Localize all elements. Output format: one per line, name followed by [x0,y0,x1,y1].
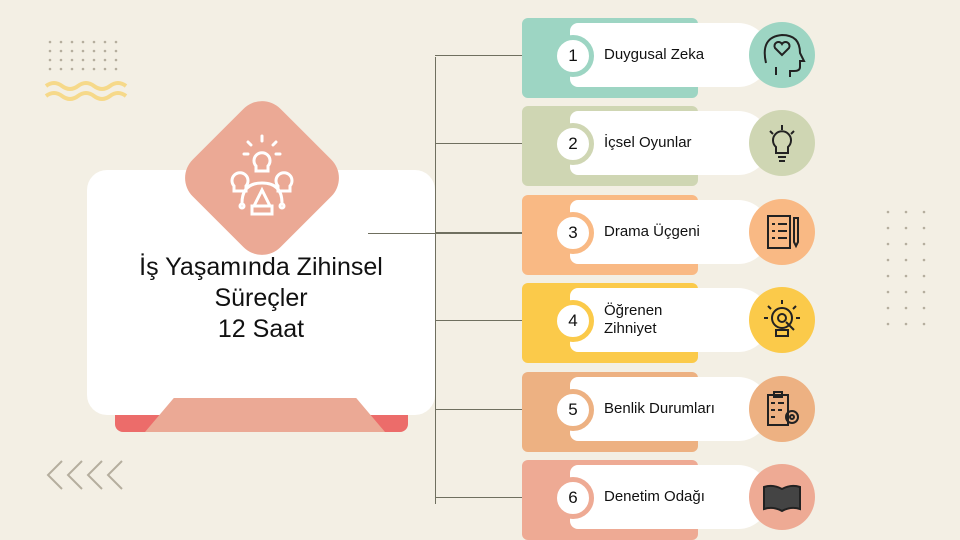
lightbulb-icon [749,110,815,177]
decor-dots-waves: /* placeholder */ [44,40,128,101]
item-pill [570,199,770,264]
item-number: 6 [552,477,594,519]
item-label: Öğrenen Zihniyet [604,288,754,352]
open-book-icon [749,464,815,530]
clipboard-gear-icon [749,375,815,442]
card-base [145,398,385,432]
connector-branch [435,497,522,498]
item-label-text: Duygusal Zeka [604,46,705,63]
item-label-text: İçsel Oyunlar [604,134,692,152]
checklist-pen-icon [749,198,815,265]
gear-bulb-icon [749,287,815,354]
head-heart-icon [749,22,815,88]
item-pill [570,288,770,353]
list-item: 6 Denetim Odağı [522,460,822,540]
item-label-text: Denetim Odağı [604,488,705,505]
connector-vertical [435,57,436,504]
connector-branch [435,320,522,322]
lightbulbs-idea-icon [230,134,294,216]
item-number: 1 [552,35,594,77]
connector-branch [435,231,522,233]
list-item: 5 Benlik Durumları [522,371,822,452]
item-pill [570,23,770,87]
chevrons-left-icon [46,460,123,490]
item-label: Drama Üçgeni [604,200,754,264]
item-label-text: Benlik Durumları [604,399,715,417]
item-label: İçsel Oyunlar [604,111,754,175]
item-label: Duygusal Zeka [604,23,754,87]
item-number: 4 [552,300,594,343]
connector-branch [435,408,522,410]
list-item: 4 Öğrenen Zihniyet [522,283,822,364]
title-line-2: Süreçler [214,284,308,312]
title-hours: 12 Saat [217,315,305,343]
list-item: 3 Drama Üçgeni [522,194,822,275]
item-number: 2 [552,123,594,166]
item-number: 5 [552,388,594,431]
item-label: Benlik Durumları [604,377,754,441]
connector-branch [435,143,522,145]
title-line-1: İş Yaşamında Zihinsel [139,253,383,281]
item-label-text: Drama Üçgeni [604,222,700,240]
item-number: 3 [552,211,594,254]
item-label-text: Öğrenen Zihniyet [604,302,663,338]
page-title: İş Yaşamında Zihinsel Süreçler 12 Saat [87,252,435,345]
item-pill [570,376,770,441]
decor-dots-right [886,210,926,326]
item-pill [570,111,770,176]
connector-main [368,233,522,234]
list-item: 2 İçsel Oyunlar [522,106,822,187]
list-item: 1 Duygusal Zeka [522,18,822,98]
item-label: Denetim Odağı [604,465,754,529]
connector-branch [435,55,522,56]
item-pill [570,465,770,529]
